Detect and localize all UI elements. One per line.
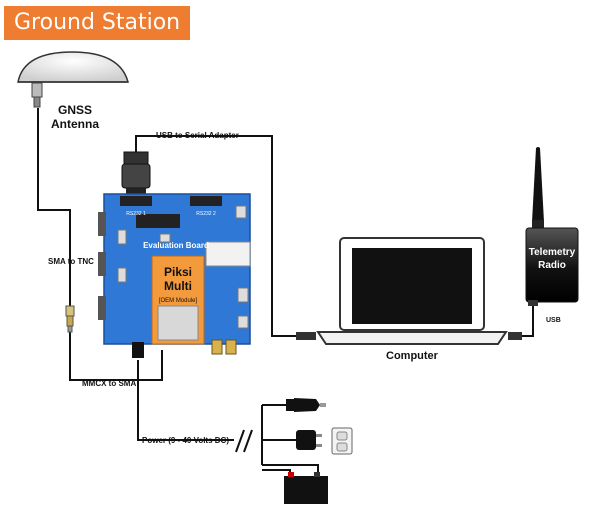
sma-tnc-label: SMA to TNC	[48, 257, 94, 266]
telemetry-radio	[525, 147, 579, 306]
piksi-multi-module	[151, 255, 205, 345]
usb-serial-label: USB to Serial Adapter	[156, 131, 239, 140]
wall-outlet-icon	[331, 427, 353, 455]
ground-station-banner: Ground Station	[4, 6, 190, 40]
car-adapter-icon	[286, 398, 326, 412]
antenna-dome	[17, 51, 129, 83]
battery-icon	[284, 472, 328, 504]
radio-usb-cable	[520, 300, 534, 337]
gnss-antenna-label-line1: GNSS	[58, 103, 92, 117]
power-label: Power (9 - 40 Volts DC)	[142, 436, 229, 445]
mmcx-sma-label: MMCX to SMA	[82, 379, 136, 388]
radio-body	[525, 227, 579, 303]
rs232-1-label: RS232 1	[126, 211, 146, 217]
rs232-1-header	[120, 196, 152, 206]
sma-tnc-connector	[65, 305, 75, 333]
usb-serial-cable	[135, 135, 296, 337]
wall-adapter-icon	[296, 430, 322, 450]
mmcx-cable	[69, 330, 163, 381]
antenna-connector	[31, 82, 43, 98]
wires	[37, 108, 534, 476]
rs232-2-header	[190, 196, 222, 206]
antenna-cable	[37, 108, 71, 312]
rf-shield	[157, 305, 199, 341]
usb-serial-adapter	[121, 151, 151, 196]
usb-label: USB	[546, 317, 561, 324]
laptop-base	[316, 331, 508, 345]
piksi-label-line2: Multi	[164, 279, 192, 293]
oem-module-label: [OEM Module]	[159, 298, 198, 304]
gnss-antenna-label-line2: Antenna	[51, 117, 99, 131]
gnss-antenna	[17, 51, 129, 108]
telemetry-label-line1: Telemetry	[529, 247, 576, 258]
cable-break-mark	[235, 429, 253, 453]
computer-label: Computer	[386, 350, 439, 362]
radio-antenna	[532, 147, 544, 222]
laptop-screen	[352, 248, 472, 324]
banner-title: Ground Station	[14, 10, 181, 35]
power-cable	[137, 360, 234, 441]
laptop-computer	[296, 237, 522, 345]
piksi-label-line1: Piksi	[164, 265, 192, 279]
rs232-2-label: RS232 2	[196, 211, 216, 217]
evaluation-board-label: Evaluation Board	[143, 241, 209, 250]
telemetry-label-line2: Radio	[538, 260, 566, 271]
board-ethernet-port	[205, 241, 251, 267]
